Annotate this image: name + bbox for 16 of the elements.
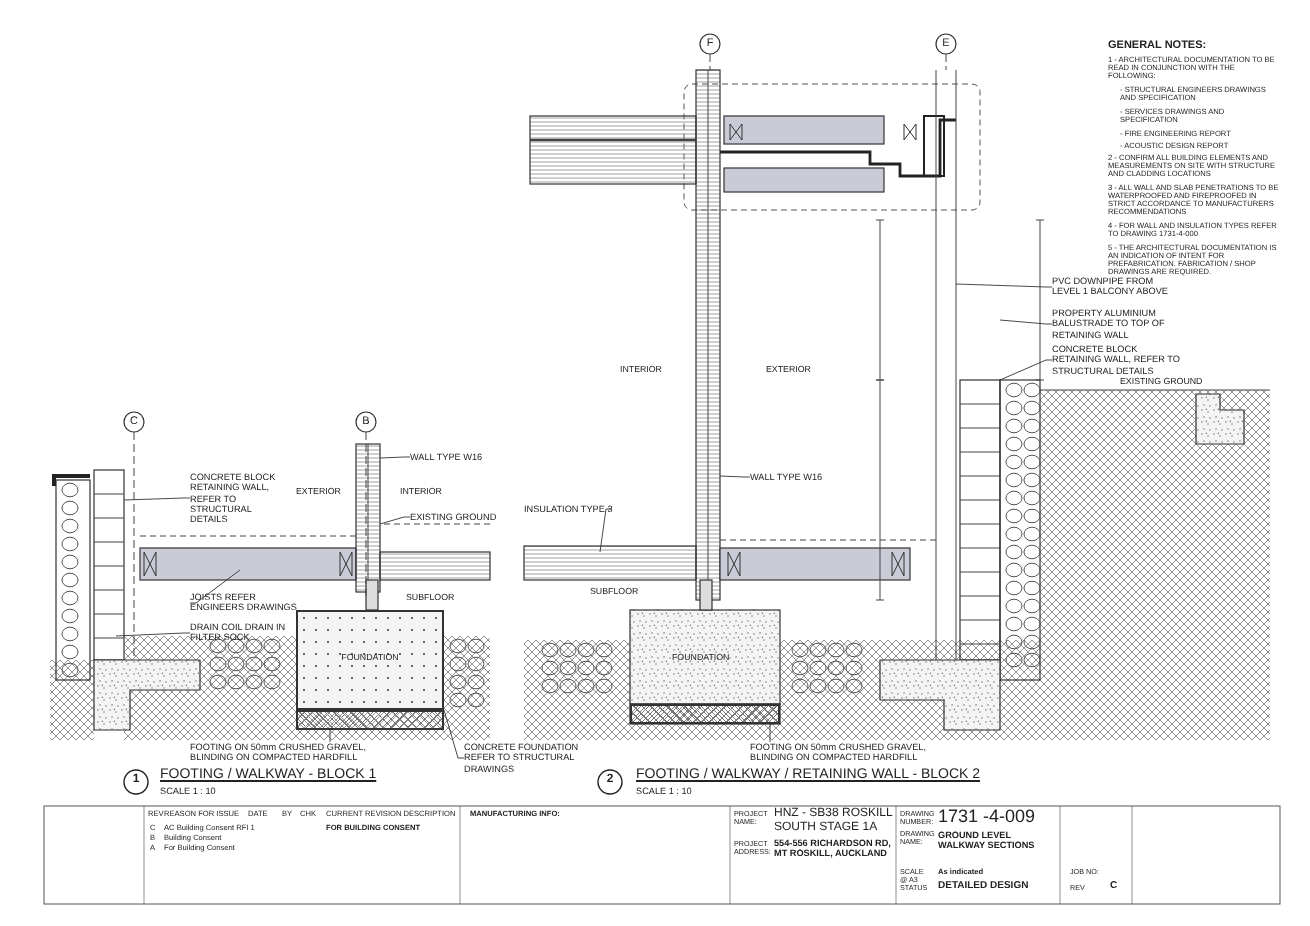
leader-line bbox=[123, 497, 191, 501]
leader-line bbox=[599, 508, 613, 553]
leader-line bbox=[769, 723, 771, 743]
leader-line bbox=[955, 283, 1053, 288]
leader-line bbox=[379, 516, 411, 525]
leader-line bbox=[443, 709, 465, 759]
gravel-layer bbox=[630, 704, 780, 724]
leader-line bbox=[999, 359, 1053, 381]
leader-line bbox=[999, 319, 1053, 325]
leader-line bbox=[379, 456, 411, 459]
drawing-number: 1731 -4-009 bbox=[938, 806, 1036, 827]
leader-line bbox=[719, 475, 751, 478]
leader-line bbox=[189, 569, 241, 604]
gravel-layer bbox=[296, 710, 444, 730]
leader-line bbox=[115, 632, 191, 637]
leader-line bbox=[329, 729, 331, 743]
